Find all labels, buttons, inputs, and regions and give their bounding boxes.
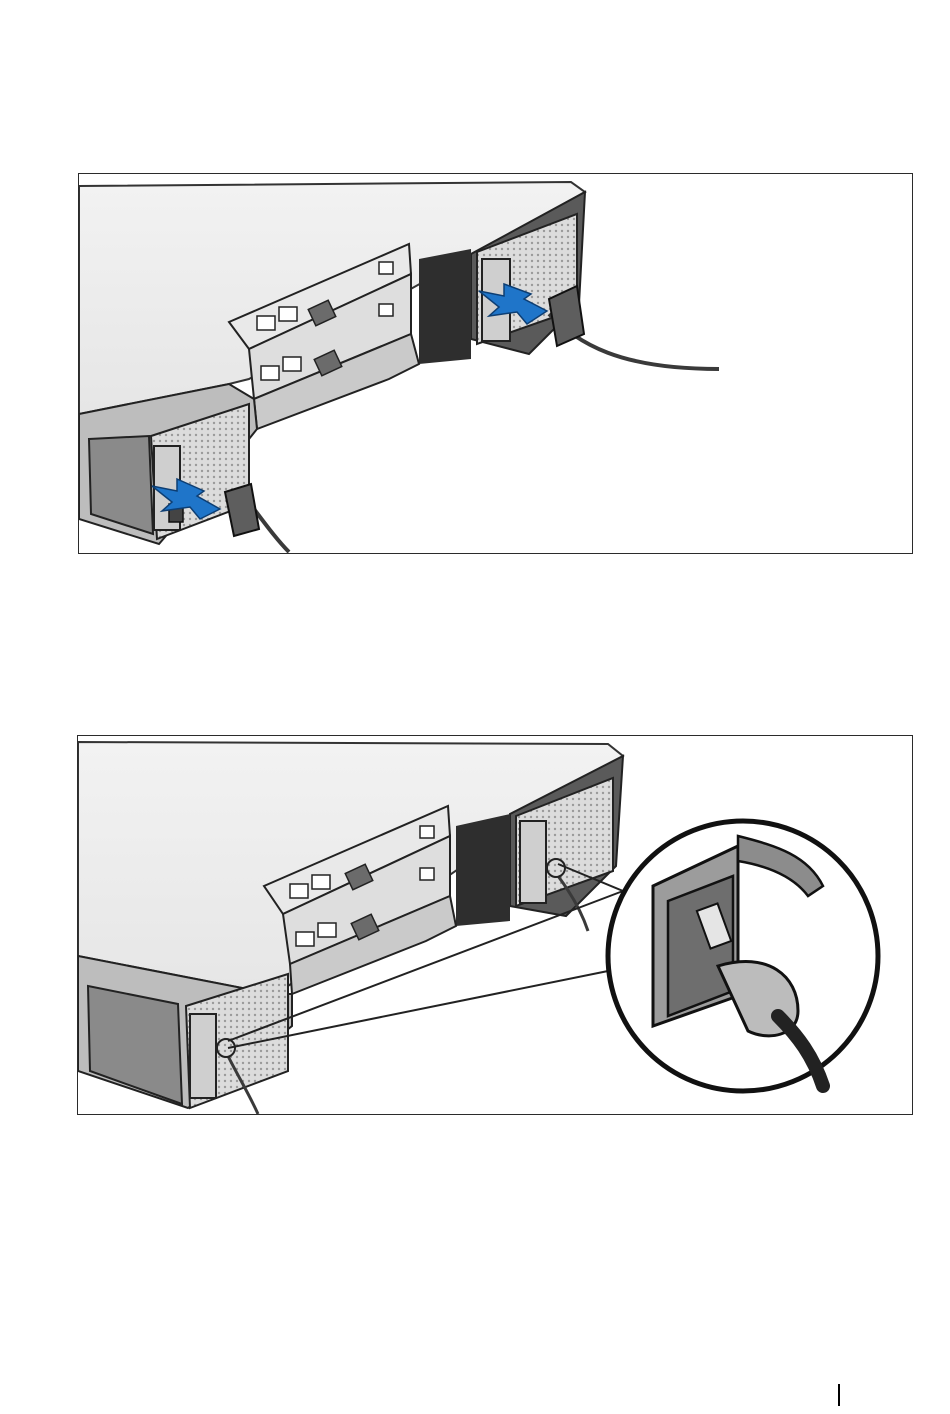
power-cable-connection-figure — [78, 173, 913, 554]
storage-enclosure-illustration — [79, 174, 912, 553]
power-cable-secured-figure — [77, 735, 913, 1115]
storage-enclosure-callout-illustration — [78, 736, 912, 1114]
page-number-rule — [838, 1384, 840, 1406]
